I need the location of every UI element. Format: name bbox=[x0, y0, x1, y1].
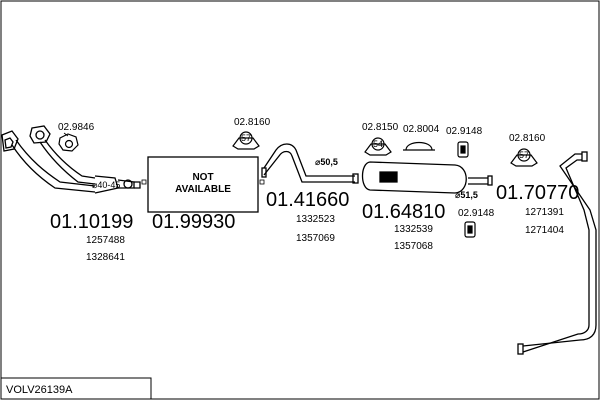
part-main-code-4: 01.64810 bbox=[362, 201, 445, 223]
accessory-leader-02-9846 bbox=[63, 132, 69, 137]
front-pipe-drawing bbox=[1, 125, 141, 194]
silencer-drawing bbox=[361, 161, 493, 194]
rubber-icon-02-9148-b bbox=[464, 221, 476, 238]
part-ref-3-b: 1357069 bbox=[296, 233, 335, 244]
clamp-icon-02-8004 bbox=[403, 141, 435, 151]
part-ref-4-b: 1357068 bbox=[394, 241, 433, 252]
part-ref-1-b: 1328641 bbox=[86, 252, 125, 263]
not-available-box bbox=[147, 156, 259, 213]
intermediate-pipe-drawing bbox=[261, 143, 359, 184]
accessory-label-02-9148-b: 02.9148 bbox=[458, 208, 495, 219]
part-ref-1-a: 1257488 bbox=[86, 235, 125, 246]
silencer-diameter: ⌀51,5 bbox=[455, 190, 478, 200]
hanger-icon-02-8160-a bbox=[232, 131, 260, 150]
hanger-badge-b: 54 bbox=[373, 139, 383, 149]
intermediate-pipe-diameter: ⌀50,5 bbox=[315, 157, 338, 167]
gasket-icon-02-9846 bbox=[58, 133, 79, 152]
diagram-code-box bbox=[0, 377, 152, 400]
accessory-label-02-8160-a: 02.8160 bbox=[234, 117, 271, 128]
hanger-icon-02-8150 bbox=[364, 137, 392, 156]
not-available-line1: NOT bbox=[192, 172, 213, 183]
accessory-label-02-8150: 02.8150 bbox=[362, 122, 399, 133]
part-main-code-1: 01.10199 bbox=[50, 211, 133, 233]
part-ref-4-a: 1332539 bbox=[394, 224, 433, 235]
diagram-code: VOLV26139A bbox=[6, 384, 73, 396]
hanger-badge-a: 57 bbox=[241, 133, 251, 143]
accessory-label-02-8004: 02.8004 bbox=[403, 124, 440, 135]
part-main-code-3: 01.41660 bbox=[266, 189, 349, 211]
hanger-badge-c: 57 bbox=[519, 150, 529, 160]
part-ref-5-b: 1271404 bbox=[525, 225, 564, 236]
rubber-icon-02-9148-a bbox=[457, 141, 469, 158]
accessory-label-02-9148-a: 02.9148 bbox=[446, 126, 483, 137]
not-available-line2: AVAILABLE bbox=[175, 184, 231, 195]
hanger-icon-02-8160-b bbox=[510, 148, 538, 167]
part-main-code-5: 01.70770 bbox=[496, 182, 579, 204]
connector-square bbox=[141, 179, 147, 185]
part-ref-5-a: 1271391 bbox=[525, 207, 564, 218]
accessory-label-02-8160-b: 02.8160 bbox=[509, 133, 546, 144]
accessory-label-02-9846: 02.9846 bbox=[58, 122, 95, 133]
front-pipe-diameter-label: ⌀40-45 bbox=[92, 180, 120, 190]
connector-square bbox=[259, 179, 265, 185]
part-ref-3-a: 1332523 bbox=[296, 214, 335, 225]
part-main-code-2: 01.99930 bbox=[152, 211, 235, 233]
tail-pipe-drawing bbox=[517, 151, 597, 355]
